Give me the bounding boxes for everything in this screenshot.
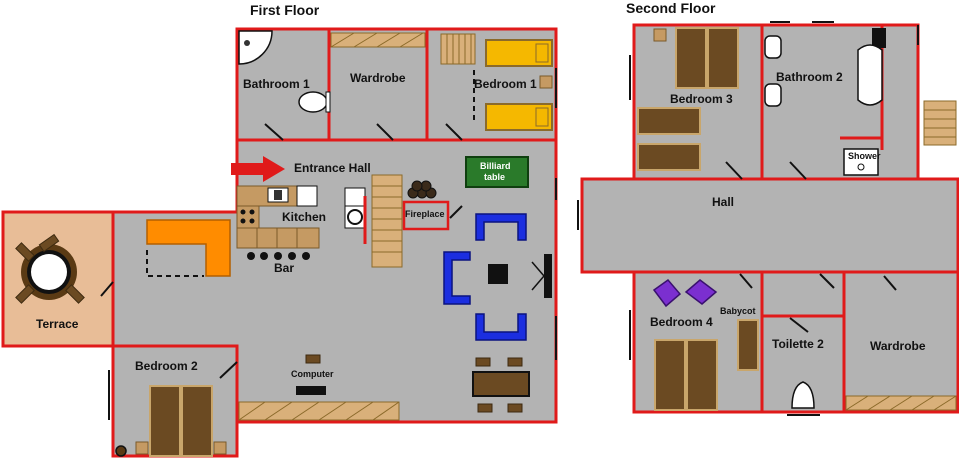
second-floor-title: Second Floor <box>626 0 716 16</box>
fireplace <box>402 200 450 231</box>
bedroom-3-label: Bedroom 3 <box>670 92 733 106</box>
bedroom-1-label: Bedroom 1 <box>474 77 537 91</box>
fireplace-label: Fireplace <box>405 209 445 219</box>
stairs-icon <box>440 33 476 65</box>
second-floor: Second Floor Bedro <box>577 0 959 416</box>
armchair-icon <box>443 213 527 341</box>
billiard-table <box>465 156 529 188</box>
wardrobe-1-shelves <box>330 32 426 48</box>
toilet-icon <box>791 381 815 409</box>
wardrobe-2-label: Wardrobe <box>870 339 926 353</box>
stairs-icon <box>371 174 403 268</box>
shower-icon <box>843 148 879 176</box>
entrance-hall-label: Entrance Hall <box>294 161 371 175</box>
terrace-table <box>15 233 85 304</box>
babycot-label: Babycot <box>720 306 756 316</box>
first-floor: First Floor Terrace <box>1 2 558 458</box>
terrace-label: Terrace <box>36 317 79 331</box>
sink-icon <box>298 91 331 113</box>
wardrobe-2-room <box>842 270 959 414</box>
computer-label: Computer <box>291 369 334 379</box>
coffee-table <box>488 264 508 284</box>
computer-desk <box>296 354 326 395</box>
bedroom-2-label: Bedroom 2 <box>135 359 198 373</box>
toilette-2-label: Toilette 2 <box>772 337 824 351</box>
hall-room <box>580 177 959 274</box>
firewood <box>407 180 437 199</box>
tv-icon <box>531 254 552 298</box>
appliances <box>344 187 367 244</box>
wardrobe-2-shelves <box>845 395 957 411</box>
bed-icon <box>485 39 553 131</box>
wardrobe-1-label: Wardrobe <box>350 71 406 85</box>
bar-label: Bar <box>274 261 294 275</box>
toilet-icon <box>764 35 782 107</box>
bar-stools <box>247 252 310 260</box>
kitchen-counter <box>236 185 320 249</box>
bed-icon <box>135 385 227 457</box>
bottom-shelves <box>238 401 400 421</box>
bed-icon <box>637 27 739 171</box>
sofa-icon <box>146 219 231 277</box>
babycot <box>737 319 759 371</box>
bathroom-2-label: Bathroom 2 <box>776 70 843 84</box>
first-floor-title: First Floor <box>250 2 320 18</box>
shower-icon <box>238 30 273 65</box>
bedroom-4-label: Bedroom 4 <box>650 315 713 329</box>
table-icon <box>472 357 530 413</box>
bathroom-1-label: Bathroom 1 <box>243 77 310 91</box>
nightstand <box>653 28 667 42</box>
bathtub-icon <box>857 28 886 106</box>
shower-label: Shower <box>848 151 881 161</box>
kitchen-label: Kitchen <box>282 210 326 224</box>
armchair-icon <box>652 278 718 308</box>
bed-icon <box>654 339 718 411</box>
plant-icon <box>115 445 127 457</box>
hall-label: Hall <box>712 195 734 209</box>
bathroom-2-room <box>760 23 920 181</box>
entrance-arrow-icon <box>231 156 285 182</box>
stairs-icon <box>923 100 957 146</box>
